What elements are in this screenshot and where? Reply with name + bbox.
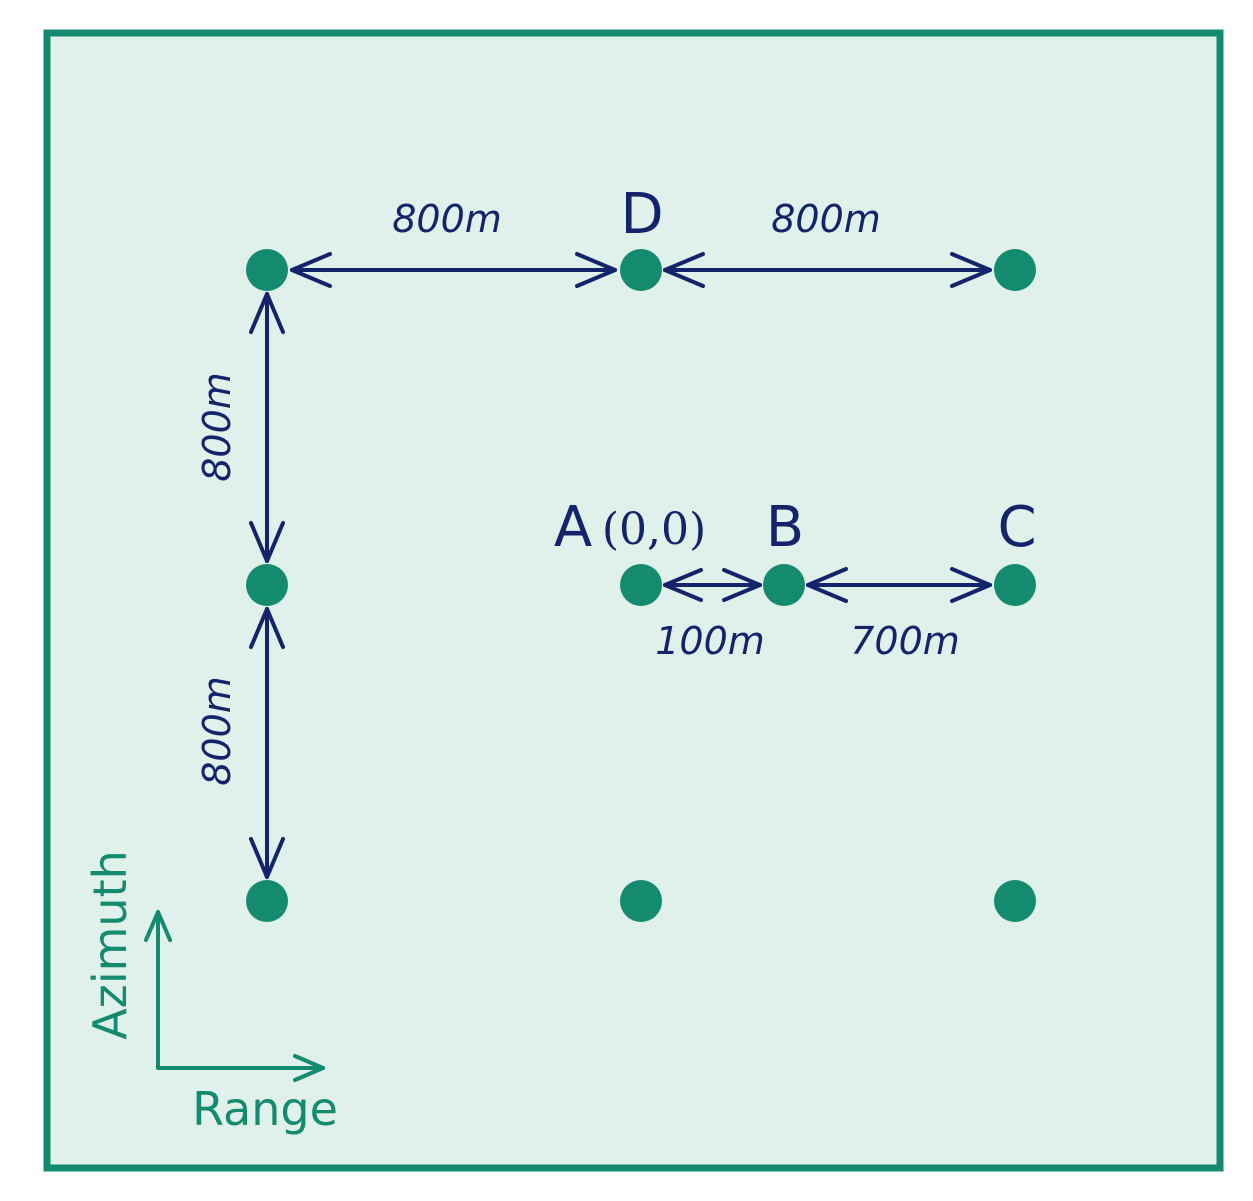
dimension-arrows — [249, 252, 992, 879]
target-a — [620, 564, 662, 606]
dim-arrow-a-to-b — [663, 568, 762, 602]
label-a-to-b-distance: 100m — [655, 619, 765, 663]
azimuth-arrow-head — [144, 910, 172, 942]
label-point-a: A — [554, 495, 592, 560]
target-grid — [246, 249, 1036, 922]
label-left-upper-distance: 800m — [195, 372, 239, 482]
target-mid-left — [246, 564, 288, 606]
target-bottom-left — [246, 880, 288, 922]
dim-arrow-top-left — [290, 252, 617, 288]
target-d — [620, 249, 662, 291]
range-axis-label: Range — [192, 1082, 338, 1136]
label-top-right-distance: 800m — [771, 197, 881, 241]
label-point-b: B — [766, 495, 804, 560]
azimuth-axis-label: Azimuth — [83, 850, 137, 1040]
target-b — [763, 564, 805, 606]
label-left-lower-distance: 800m — [195, 676, 239, 786]
dim-arrow-b-to-c — [806, 567, 992, 603]
target-top-right — [994, 249, 1036, 291]
target-bottom-mid — [620, 880, 662, 922]
label-point-c: C — [997, 495, 1036, 560]
target-c — [994, 564, 1036, 606]
target-bottom-right — [994, 880, 1036, 922]
label-point-d: D — [620, 182, 663, 247]
dim-arrow-left-upper — [249, 292, 285, 563]
dim-arrow-top-right — [663, 252, 992, 288]
label-point-a-coordinate: (0,0) — [602, 504, 706, 555]
azimuth-axis-line — [156, 910, 325, 1070]
label-b-to-c-distance: 700m — [850, 619, 960, 663]
dim-arrow-left-lower — [249, 607, 285, 879]
orientation-axes: Azimuth Range — [83, 850, 338, 1136]
label-top-left-distance: 800m — [392, 197, 502, 241]
range-arrow-head — [293, 1054, 325, 1082]
target-top-left — [246, 249, 288, 291]
